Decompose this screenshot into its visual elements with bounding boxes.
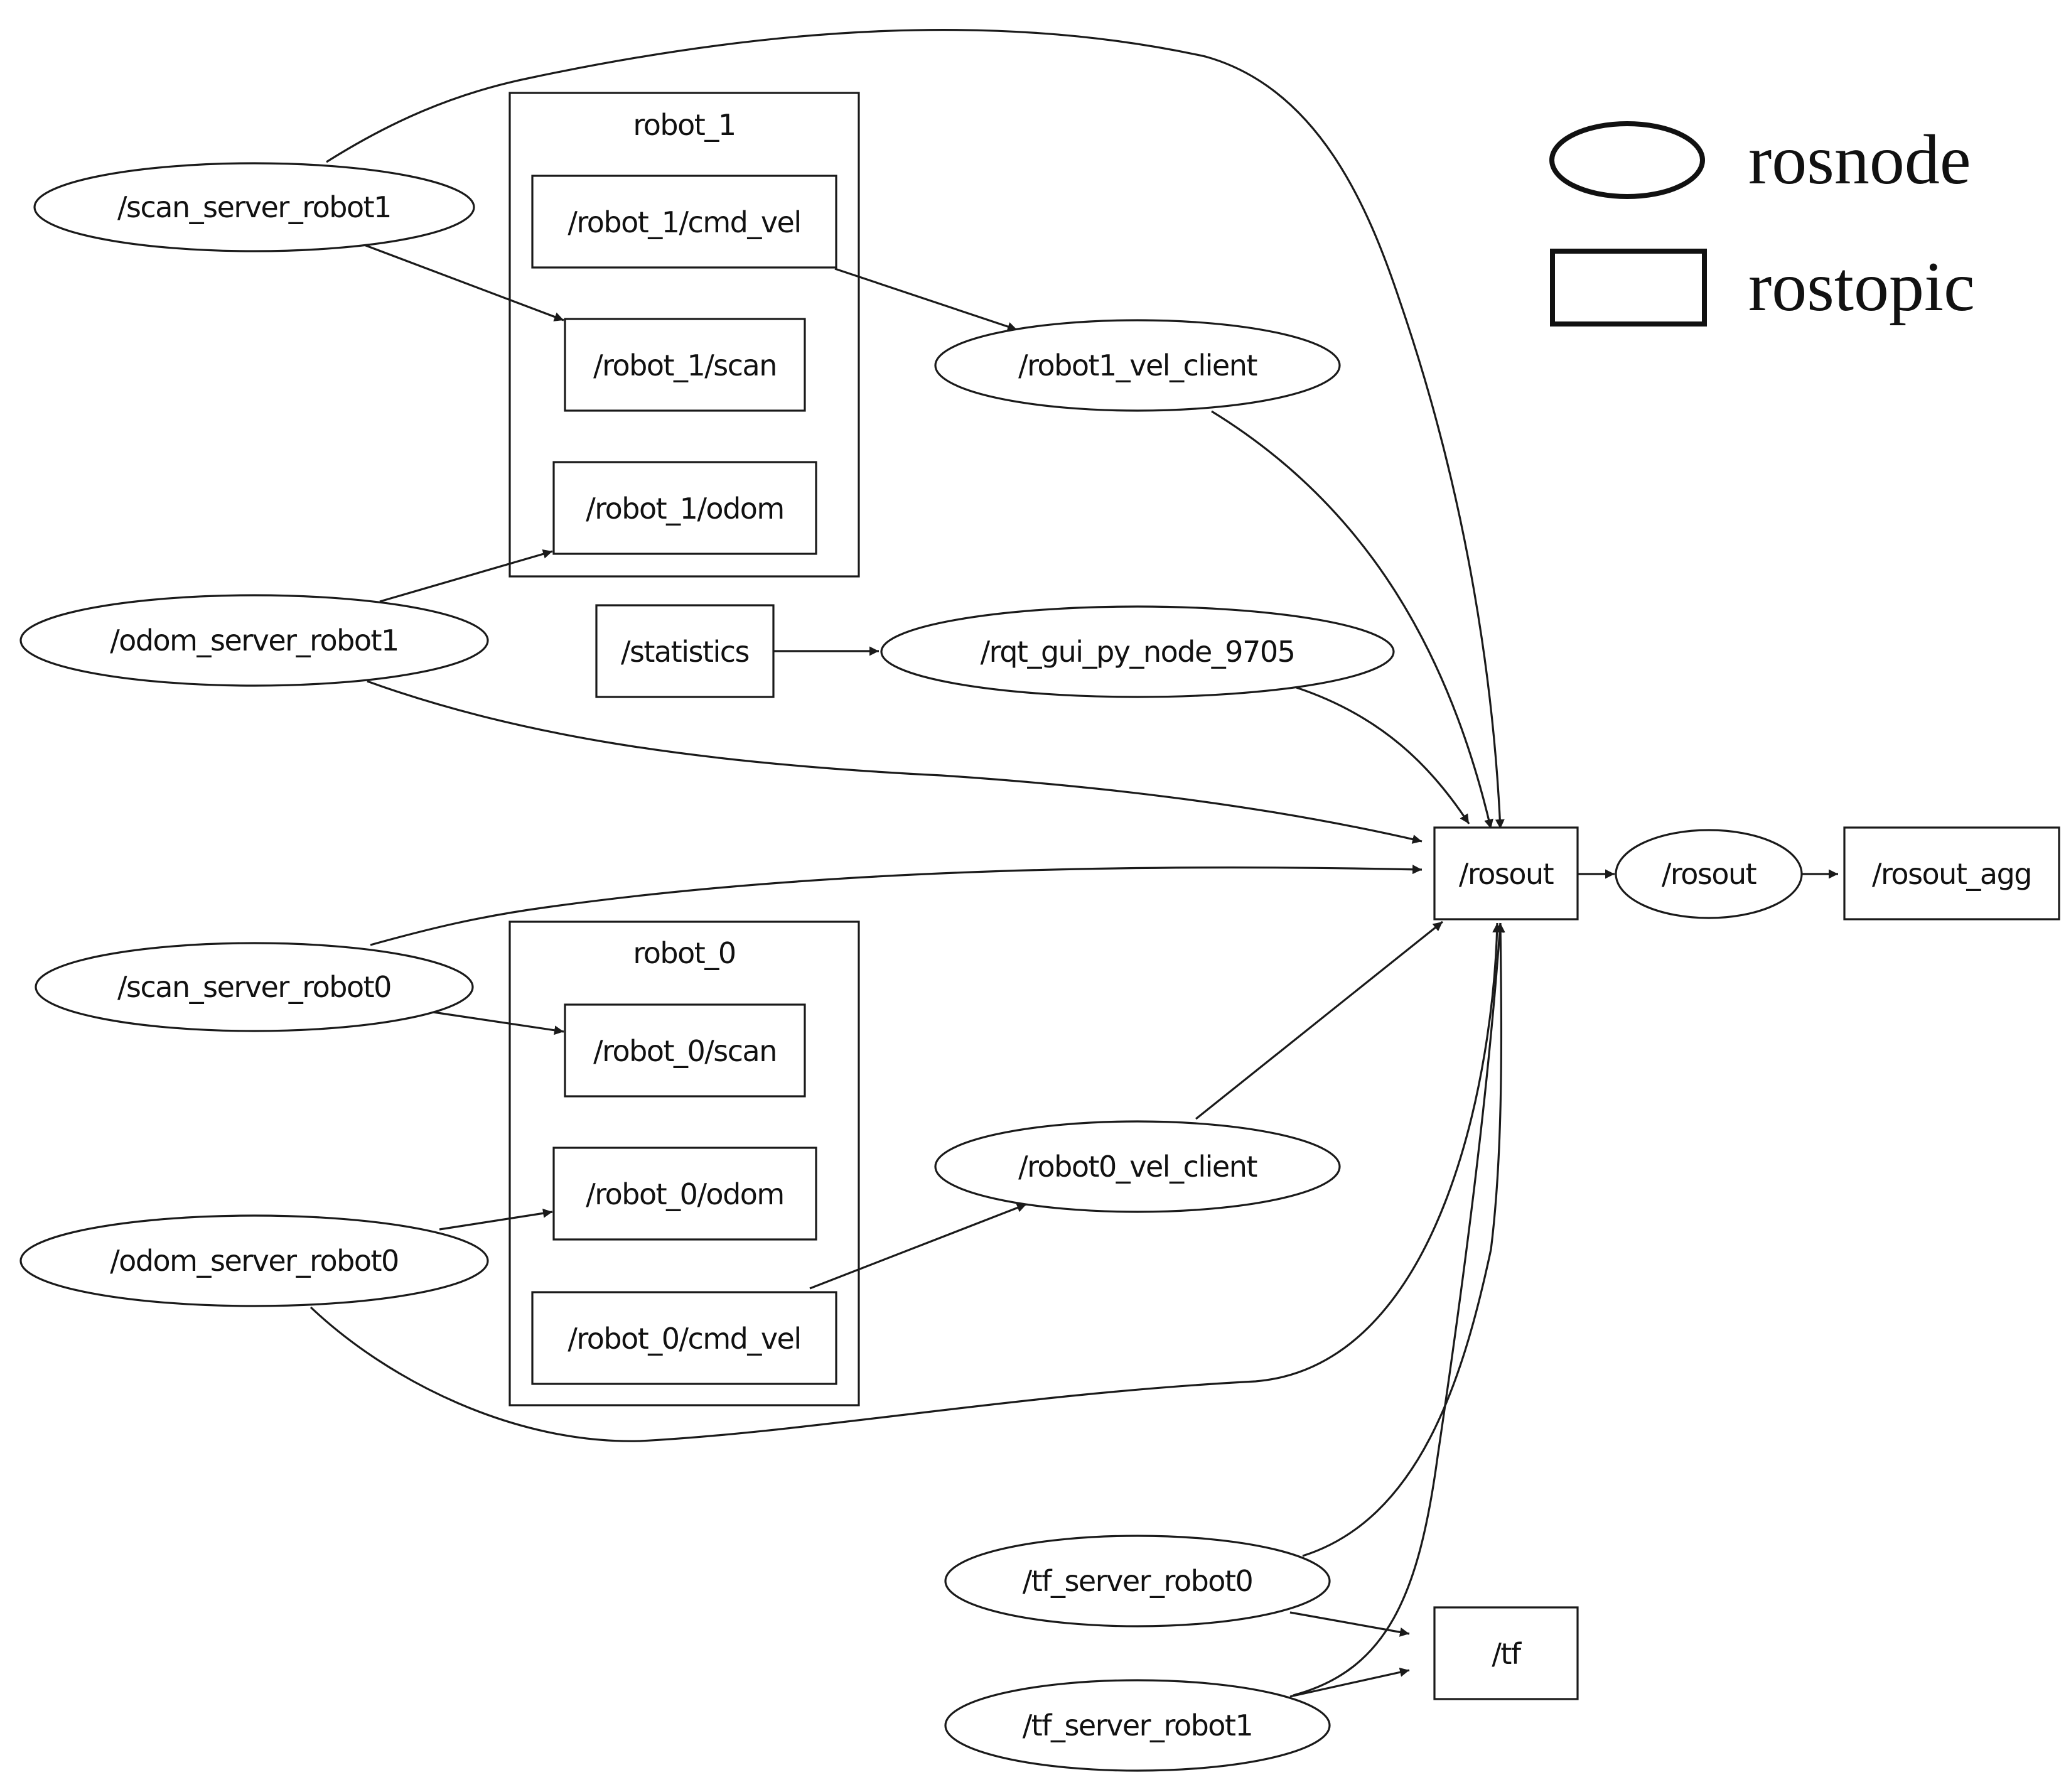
topic-robot-0-odom-label: /robot_0/odom — [586, 1177, 783, 1211]
topic-robot-0-cmd-vel-label: /robot_0/cmd_vel — [568, 1322, 800, 1356]
cluster-robot-1-box — [508, 92, 860, 578]
topic-robot-1-odom-box — [552, 461, 817, 555]
edge-odom-server-robot1-to-rosout — [367, 680, 1423, 844]
node-scan-server-robot1-label: /scan_server_robot1 — [117, 190, 391, 224]
node-rosout-ellipse — [1615, 829, 1803, 919]
cluster-robot-0: robot_0 — [508, 920, 860, 1406]
edge-robot1-vel-client-to-rosout — [1211, 410, 1493, 829]
node-tf-server-robot1[interactable]: /tf_server_robot1 — [944, 1679, 1331, 1772]
node-scan-server-robot0[interactable]: /scan_server_robot0 — [35, 942, 474, 1032]
node-tf-server-robot1-ellipse — [944, 1679, 1331, 1772]
node-scan-server-robot0-ellipse — [35, 942, 474, 1032]
node-rqt-gui-py-node[interactable]: /rqt_gui_py_node_9705 — [880, 605, 1395, 698]
node-tf-server-robot0-label: /tf_server_robot0 — [1023, 1564, 1253, 1598]
topic-tf-box — [1433, 1606, 1579, 1700]
topic-rosout-box — [1433, 826, 1579, 920]
edge-robot0-vel-client-to-rosout — [1195, 920, 1443, 1120]
topic-robot-1-odom-label: /robot_1/odom — [586, 492, 783, 526]
topic-robot-1-cmd-vel-label: /robot_1/cmd_vel — [568, 205, 800, 239]
topic-rosout-agg[interactable]: /rosout_agg — [1843, 826, 2060, 920]
node-scan-server-robot0-label: /scan_server_robot0 — [117, 970, 391, 1004]
topic-tf[interactable]: /tf — [1433, 1606, 1579, 1700]
topic-rosout-agg-box — [1843, 826, 2060, 920]
node-rosout-label: /rosout — [1662, 857, 1756, 891]
topic-robot-1-scan-box — [564, 318, 806, 412]
edge-tf-server-robot0-to-rosout — [1302, 922, 1505, 1557]
node-odom-server-robot1[interactable]: /odom_server_robot1 — [19, 594, 489, 687]
topic-robot-0-cmd-vel[interactable]: /robot_0/cmd_vel — [531, 1291, 837, 1385]
topic-statistics-label: /statistics — [621, 635, 749, 669]
node-odom-server-robot0-label: /odom_server_robot0 — [110, 1244, 399, 1278]
edge-tf-server-robot1-to-rosout — [1293, 922, 1505, 1697]
node-robot0-vel-client-ellipse — [934, 1120, 1341, 1213]
node-robot0-vel-client-label: /robot0_vel_client — [1018, 1150, 1257, 1184]
node-robot1-vel-client-label: /robot1_vel_client — [1018, 348, 1257, 382]
node-scan-server-robot1-ellipse — [33, 162, 475, 252]
topic-robot-1-cmd-vel[interactable]: /robot_1/cmd_vel — [531, 175, 837, 269]
topic-statistics-box — [595, 604, 775, 698]
edge-robot-0-cmd-vel-to-robot0-vel-client — [809, 1203, 1027, 1290]
legend-ellipse-icon — [1549, 121, 1705, 199]
cluster-robot-0-label: robot_0 — [633, 936, 735, 970]
topic-robot-1-scan-label: /robot_1/scan — [593, 348, 777, 382]
edge-odom-server-robot1-to-robot-1-odom — [379, 549, 553, 603]
edge-scan-server-robot0-to-rosout — [370, 865, 1423, 946]
node-tf-server-robot1-label: /tf_server_robot1 — [1023, 1708, 1253, 1742]
topic-tf-label: /tf — [1492, 1637, 1522, 1671]
node-odom-server-robot1-ellipse — [19, 594, 489, 687]
node-odom-server-robot0-ellipse — [19, 1214, 489, 1307]
node-rosout[interactable]: /rosout — [1615, 829, 1803, 919]
node-robot0-vel-client[interactable]: /robot0_vel_client — [934, 1120, 1341, 1213]
node-tf-server-robot0[interactable]: /tf_server_robot0 — [944, 1535, 1331, 1627]
legend: rosnode rostopic — [1549, 121, 1975, 327]
topic-robot-1-scan[interactable]: /robot_1/scan — [564, 318, 806, 412]
legend-rostopic-label: rostopic — [1748, 248, 1975, 326]
legend-rectangle-icon — [1550, 249, 1707, 327]
edge-tf-server-robot0-to-tf — [1289, 1611, 1410, 1637]
node-odom-server-robot0[interactable]: /odom_server_robot0 — [19, 1214, 489, 1307]
node-rqt-gui-py-node-label: /rqt_gui_py_node_9705 — [981, 635, 1295, 669]
node-tf-server-robot0-ellipse — [944, 1535, 1331, 1627]
topic-robot-1-odom[interactable]: /robot_1/odom — [552, 461, 817, 555]
node-robot1-vel-client[interactable]: /robot1_vel_client — [934, 319, 1341, 412]
topic-robot-1-cmd-vel-box — [531, 175, 837, 269]
legend-rosnode-label: rosnode — [1748, 121, 1971, 199]
topic-rosout-label: /rosout — [1459, 857, 1554, 891]
edge-scan-server-robot1-to-rosout — [326, 28, 1505, 829]
topic-robot-0-scan[interactable]: /robot_0/scan — [564, 1003, 806, 1098]
topic-robot-0-scan-label: /robot_0/scan — [593, 1034, 777, 1068]
topic-robot-0-scan-box — [564, 1003, 806, 1098]
edge-rqt-gui-to-rosout — [1296, 686, 1470, 824]
edge-odom-server-robot0-to-robot-0-odom — [439, 1208, 553, 1231]
node-odom-server-robot1-label: /odom_server_robot1 — [110, 623, 399, 657]
cluster-robot-1-label: robot_1 — [633, 108, 735, 142]
node-robot1-vel-client-ellipse — [934, 319, 1341, 412]
edge-tf-server-robot1-to-tf — [1289, 1667, 1410, 1698]
edge-odom-server-robot0-to-rosout — [309, 922, 1502, 1442]
topic-robot-0-cmd-vel-box — [531, 1291, 837, 1385]
edge-scan-server-robot0-to-robot-0-scan — [433, 1011, 564, 1035]
node-rqt-gui-py-node-ellipse — [880, 605, 1395, 698]
topic-robot-0-odom-box — [552, 1147, 817, 1241]
edge-robot-1-cmd-vel-to-robot1-vel-client — [834, 267, 1018, 332]
topic-rosout[interactable]: /rosout — [1433, 826, 1579, 920]
topic-rosout-agg-label: /rosout_agg — [1872, 857, 2031, 891]
cluster-robot-0-box — [508, 920, 860, 1406]
edge-scan-server-robot1-to-robot-1-scan — [363, 244, 564, 321]
topic-statistics[interactable]: /statistics — [595, 604, 775, 698]
edges — [309, 28, 1838, 1698]
topic-robot-0-odom[interactable]: /robot_0/odom — [552, 1147, 817, 1241]
node-scan-server-robot1[interactable]: /scan_server_robot1 — [33, 162, 475, 252]
cluster-robot-1: robot_1 — [508, 92, 860, 578]
